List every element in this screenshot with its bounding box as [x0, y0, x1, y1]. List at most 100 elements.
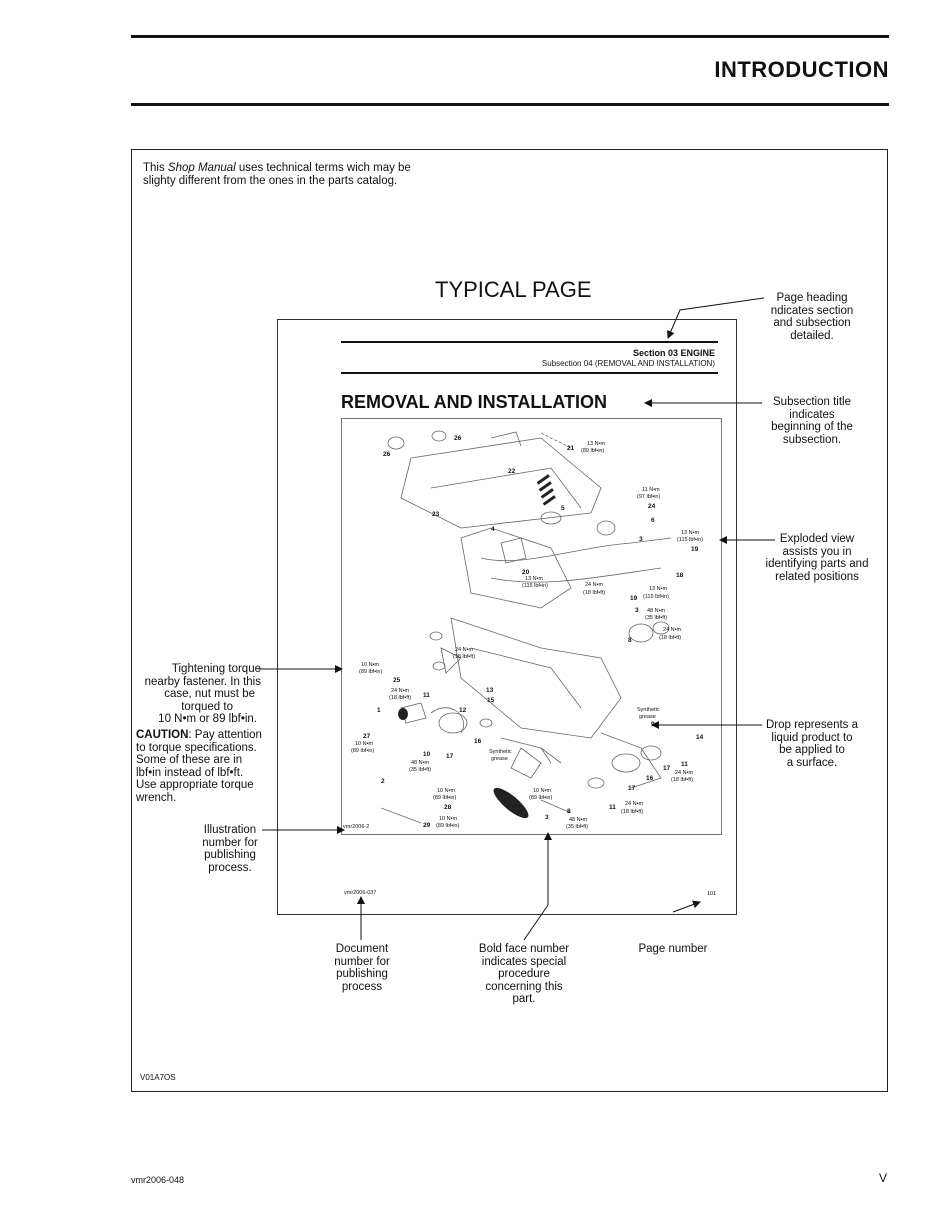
diagram-label: (18 lbf•ft) — [583, 590, 605, 596]
drop-callout: Drop represents a liquid product to be a… — [765, 719, 859, 769]
sample-page-number: 101 — [707, 891, 717, 897]
diagram-label: 13 N•m — [525, 576, 544, 582]
illustration-number: vmr2006-2 — [343, 824, 369, 830]
diagram-label: grease — [491, 756, 508, 762]
diagram-label: 20 — [522, 569, 530, 576]
diagram-label: (115 lbf•in) — [522, 583, 548, 589]
tightening-torque-callout: Tightening torque nearby fastener. In th… — [144, 663, 261, 725]
diagram-label: 2 — [381, 778, 385, 785]
diagram-label: (35 lbf•ft) — [645, 615, 667, 621]
diagram-label: 22 — [508, 468, 516, 475]
diagram-label: 10 N•m — [439, 816, 458, 822]
diagram-label: 24 N•m — [625, 801, 644, 807]
sample-subsection: Subsection 04 (REMOVAL AND INSTALLATION) — [541, 359, 715, 368]
diagram-label: 25 — [393, 677, 401, 684]
diagram-label: 8 — [567, 808, 571, 815]
bold-face-callout: Bold face number indicates special proce… — [478, 943, 570, 1005]
diagram-label: (89 lbf•in) — [436, 823, 459, 829]
diagram-label: 13 N•m — [649, 586, 668, 592]
diagram-label: 1 — [377, 707, 381, 714]
diagram-label: (89 lbf•in) — [351, 748, 374, 754]
page-title: INTRODUCTION — [714, 57, 889, 82]
diagram-label: (89 lbf•in) — [359, 669, 382, 675]
diagram-label: 48 N•m — [411, 760, 430, 766]
diagram-label: 10 — [423, 751, 431, 758]
header-rule — [131, 103, 889, 106]
diagram-label: (35 lbf•ft) — [409, 767, 431, 773]
diagram-label: 24 N•m — [585, 582, 604, 588]
diagram-label: 13 N•m — [587, 441, 606, 447]
footer-page-number: V — [879, 1171, 888, 1185]
diagram-label: 6 — [651, 517, 655, 524]
diagram-label: 19 — [691, 546, 699, 553]
example-frame — [131, 149, 888, 1092]
exploded-view-callout: Exploded view assists you in identifying… — [765, 533, 869, 583]
diagram-label: 28 — [444, 804, 452, 811]
diagram-label: 10 N•m — [355, 741, 374, 747]
diagram-label: 13 — [486, 687, 494, 694]
diagram-label: (18 lbf•ft) — [671, 777, 693, 783]
diagram-label: 24 — [648, 503, 656, 510]
diagram-label: (18 lbf•ft) — [621, 809, 643, 815]
diagram-label: Synthetic — [637, 707, 660, 713]
diagram-label: 26 — [454, 435, 462, 442]
diagram-label: 15 — [487, 697, 495, 704]
diagram-label: (18 lbf•ft) — [453, 654, 475, 660]
diagram-label: 17 — [446, 753, 454, 760]
caution-note: CAUTION: Pay attention to torque specifi… — [136, 729, 262, 804]
footer-doc-number: vmr2006-048 — [131, 1175, 185, 1185]
diagram-label: 23 — [432, 511, 440, 518]
typical-page-frame — [277, 319, 737, 915]
diagram-label: (18 lbf•ft) — [389, 695, 411, 701]
exploded-diagram: 26 26 21 13 N•m (89 lbf•in) 22 11 N•m (9… — [343, 430, 704, 830]
diagram-label: 12 — [459, 707, 467, 714]
sample-doc-number: vmr2006-037 — [344, 890, 377, 896]
sample-rule-2 — [341, 372, 718, 374]
diagram-label: 21 — [567, 445, 575, 452]
diagram-label: 16 — [646, 775, 654, 782]
page-number-callout: Page number — [638, 943, 708, 955]
diagram-label: 14 — [696, 734, 704, 741]
diagram-label: 11 — [423, 692, 430, 699]
intro-text: This Shop Manual uses technical terms wi… — [143, 162, 411, 187]
diagram-label: 17 — [628, 785, 636, 792]
diagram-label: 48 N•m — [569, 817, 588, 823]
caution-label: CAUTION — [136, 729, 189, 741]
typical-page-heading: TYPICAL PAGE — [435, 277, 592, 302]
diagram-label: 10 N•m — [361, 662, 380, 668]
diagram-label: 16 — [474, 738, 482, 745]
subsection-title-callout: Subsection title indicates beginning of … — [771, 396, 853, 446]
diagram-label: 3 — [635, 607, 639, 614]
top-rule — [131, 35, 889, 38]
inner-bottom-rule — [277, 914, 736, 915]
diagram-label: (115 lbf•in) — [643, 594, 669, 600]
diagram-label: (89 lbf•in) — [581, 448, 604, 454]
document-number-callout: Document number for publishing process — [334, 943, 390, 993]
diagram-label: (115 lbf•in) — [677, 537, 703, 543]
exploded-view-box — [341, 418, 722, 835]
diagram-label: 27 — [363, 733, 371, 740]
diagram-label: grease — [639, 714, 656, 720]
diagram-label: 11 N•m — [642, 487, 660, 493]
diagram-label: 13 N•m — [681, 530, 700, 536]
diagram-label: 11 — [609, 804, 616, 811]
sample-section: Section 03 ENGINE — [632, 348, 715, 358]
diagram-label: 24 N•m — [455, 647, 474, 653]
diagram-label: 18 — [676, 572, 684, 579]
diagram-label: (18 lbf•ft) — [659, 635, 681, 641]
diagram-label: 48 N•m — [647, 608, 666, 614]
sample-rule-1 — [341, 341, 718, 343]
diagram-label: 17 — [663, 765, 671, 772]
diagram-label: (35 lbf•ft) — [566, 824, 588, 830]
diagram-label: 24 N•m — [675, 770, 694, 776]
diagram-label: 5 — [561, 505, 565, 512]
diagram-label: 3 — [545, 814, 549, 821]
sample-subsection-title: REMOVAL AND INSTALLATION — [341, 392, 607, 412]
diagram-label: 11 — [681, 761, 688, 768]
diagram-label: (89 lbf•in) — [529, 795, 552, 801]
inner-top-rule — [277, 319, 736, 320]
diagram-label: 4 — [491, 526, 495, 533]
diagram-label: 29 — [423, 822, 431, 829]
diagram-label: 8 — [628, 637, 632, 644]
